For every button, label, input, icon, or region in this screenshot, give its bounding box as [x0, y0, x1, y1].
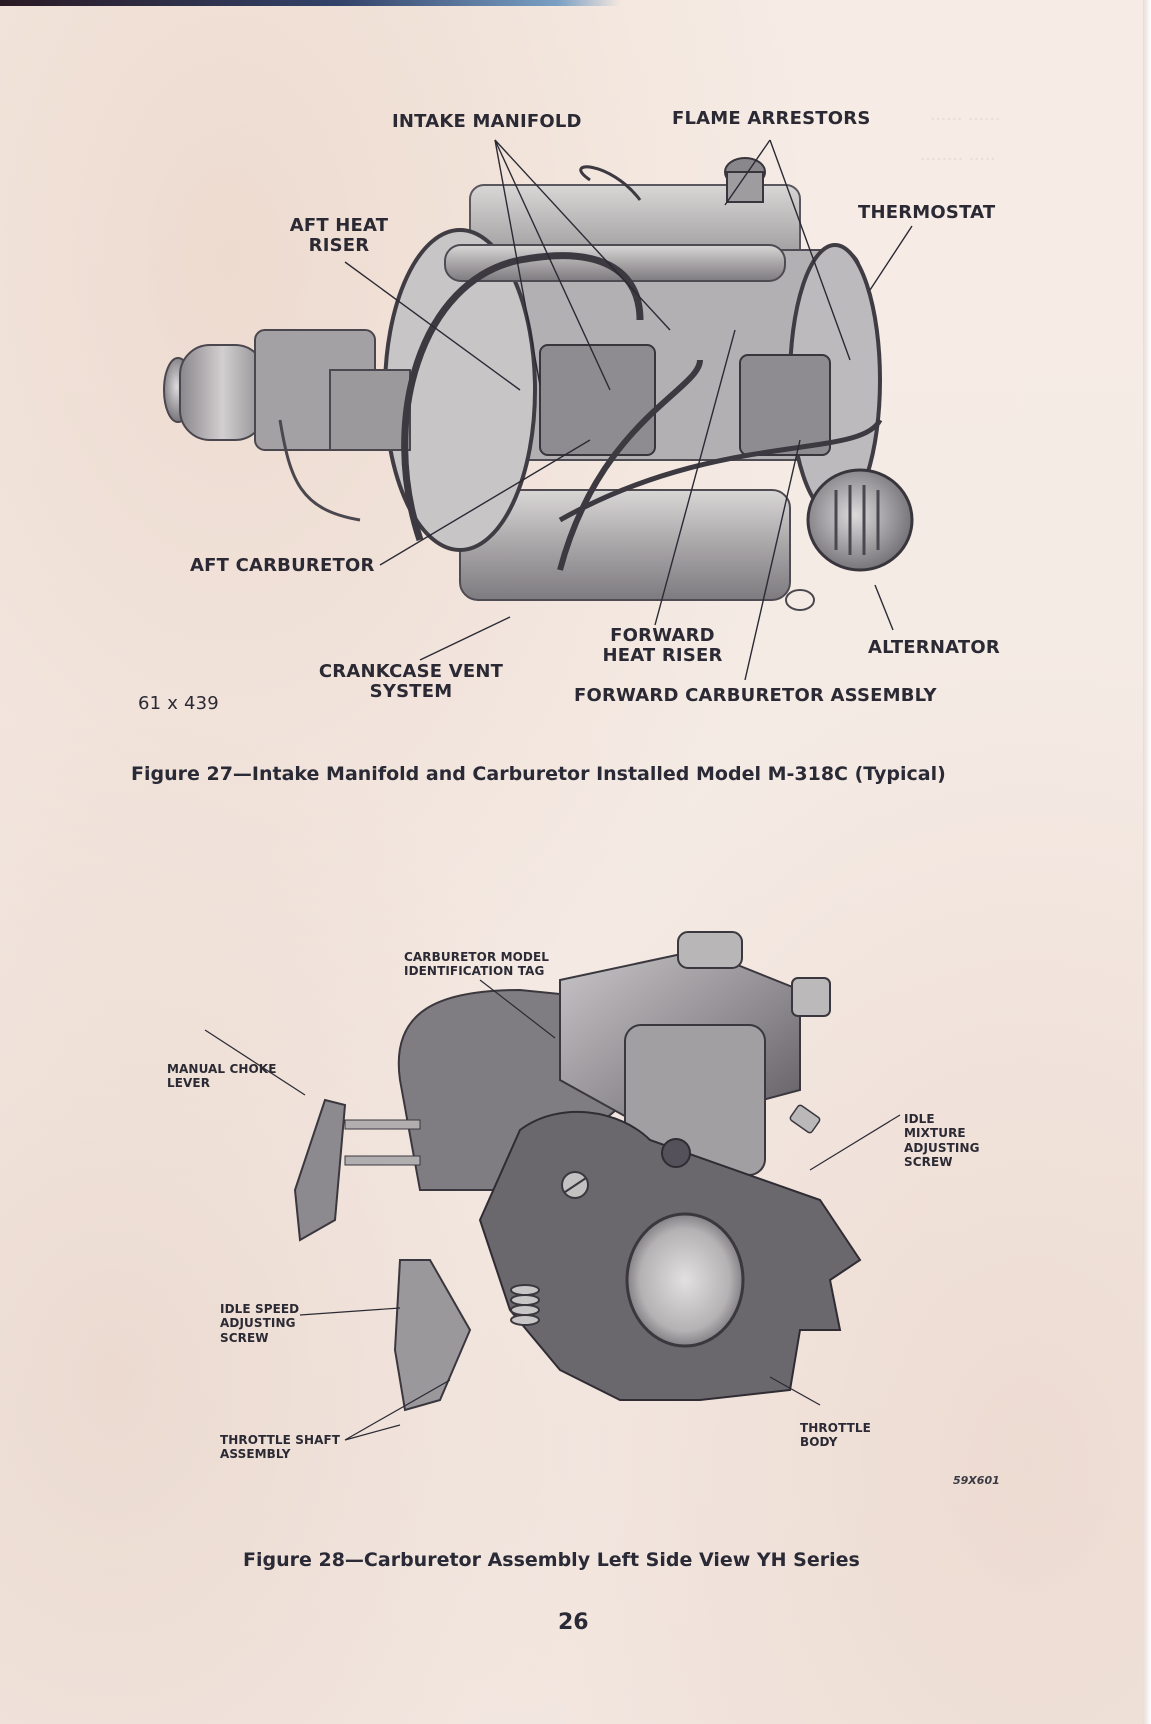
- figure-28-caption: Figure 28—Carburetor Assembly Left Side …: [243, 1549, 860, 1571]
- figure-27-caption: Figure 27—Intake Manifold and Carburetor…: [131, 763, 946, 785]
- label-idle-speed-adjusting-screw: IDLE SPEED ADJUSTING SCREW: [220, 1302, 300, 1345]
- page-binding-edge: [1143, 0, 1151, 1724]
- label-throttle-shaft-assembly: THROTTLE SHAFT ASSEMBLY: [220, 1433, 341, 1462]
- label-crankcase-vent-system: CRANKCASE VENT SYSTEM: [318, 661, 504, 703]
- label-carburetor-model-tag: CARBURETOR MODEL IDENTIFICATION TAG: [404, 950, 550, 979]
- engine-illustration: [163, 139, 914, 681]
- photo-code: 61 x 439: [138, 693, 219, 714]
- label-thermostat: THERMOSTAT: [858, 202, 996, 223]
- page-number: 26: [558, 1610, 589, 1635]
- scan-edge-strip: [0, 0, 620, 6]
- label-alternator: ALTERNATOR: [868, 637, 1000, 658]
- label-manual-choke-lever: MANUAL CHOKE LEVER: [167, 1062, 277, 1091]
- carburetor-illustration: [204, 931, 901, 1441]
- label-throttle-body: THROTTLE BODY: [800, 1421, 871, 1450]
- label-forward-carburetor-assembly: FORWARD CARBURETOR ASSEMBLY: [574, 685, 937, 706]
- label-idle-mixture-adjusting-screw: IDLE MIXTURE ADJUSTING SCREW: [904, 1112, 980, 1170]
- label-aft-carburetor: AFT CARBURETOR: [190, 555, 375, 576]
- label-flame-arrestors: FLAME ARRESTORS: [672, 108, 871, 129]
- bleed-through-text: ······ ······: [930, 110, 1001, 130]
- label-forward-heat-riser: FORWARD HEAT RISER: [602, 625, 723, 667]
- photo-code: 59X601: [953, 1474, 1000, 1487]
- bleed-through-text: ········ ·····: [920, 150, 996, 170]
- label-intake-manifold: INTAKE MANIFOLD: [392, 111, 582, 132]
- label-aft-heat-riser: AFT HEAT RISER: [289, 215, 389, 257]
